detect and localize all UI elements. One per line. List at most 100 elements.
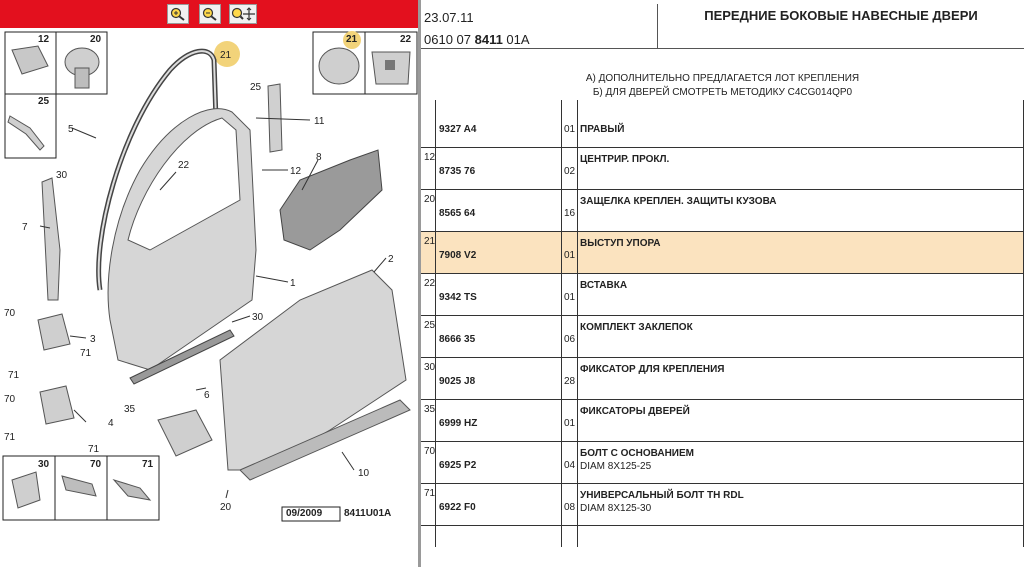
row-qty: 01 bbox=[564, 250, 576, 261]
svg-text:22: 22 bbox=[400, 34, 412, 45]
table-row[interactable]: 12 8735 76 02 ЦЕНТРИР. ПРОКЛ. bbox=[421, 148, 1024, 190]
row-name: КОМПЛЕКТ ЗАКЛЕПОК bbox=[580, 322, 693, 333]
svg-text:30: 30 bbox=[252, 312, 264, 323]
row-name: ЗАЩЕЛКА КРЕПЛЕН. ЗАЩИТЫ КУЗОВА bbox=[580, 196, 777, 207]
table-row[interactable]: 30 9025 J8 28 ФИКСАТОР ДЛЯ КРЕПЛЕНИЯ bbox=[421, 358, 1024, 400]
table-row-selected[interactable]: 21 7908 V2 01 ВЫСТУП УПОРА bbox=[421, 232, 1024, 274]
svg-text:5: 5 bbox=[68, 124, 74, 135]
table-row[interactable]: 70 6925 P2 04 БОЛТ С ОСНОВАНИЕМ DIAM 8X1… bbox=[421, 442, 1024, 484]
svg-text:20: 20 bbox=[90, 34, 102, 45]
parts-table[interactable]: 9327 A4 01 ПРАВЫЙ 12 8735 76 02 ЦЕНТРИР.… bbox=[421, 106, 1024, 546]
svg-text:30: 30 bbox=[56, 170, 68, 181]
row-index: 30 bbox=[424, 362, 436, 373]
header-date: 23.07.11 bbox=[424, 10, 474, 25]
zoom-pan-button[interactable] bbox=[229, 4, 257, 24]
svg-text:71: 71 bbox=[4, 432, 16, 443]
column-divider bbox=[561, 100, 562, 547]
zoom-out-icon bbox=[202, 7, 217, 21]
zoom-out-button[interactable] bbox=[199, 4, 221, 24]
header-code-bold: 8411 bbox=[474, 32, 503, 47]
svg-text:2: 2 bbox=[388, 254, 394, 265]
row-name: УНИВЕРСАЛЬНЫЙ БОЛТ TH RDL bbox=[580, 490, 744, 501]
table-row[interactable]: 25 8666 35 06 КОМПЛЕКТ ЗАКЛЕПОК bbox=[421, 316, 1024, 358]
row-ref: 9327 A4 bbox=[439, 124, 477, 135]
svg-text:8: 8 bbox=[316, 152, 322, 163]
svg-text:71: 71 bbox=[142, 459, 154, 470]
table-row[interactable]: 20 8565 64 16 ЗАЩЕЛКА КРЕПЛЕН. ЗАЩИТЫ КУ… bbox=[421, 190, 1024, 232]
svg-text:71: 71 bbox=[8, 370, 20, 381]
row-ref: 6922 F0 bbox=[439, 502, 476, 513]
svg-text:22: 22 bbox=[178, 160, 190, 171]
badge-21-inset bbox=[343, 31, 361, 49]
note-a: А) ДОПОЛНИТЕЛЬНО ПРЕДЛАГАЕТСЯ ЛОТ КРЕПЛЕ… bbox=[585, 73, 860, 84]
zoom-in-button[interactable] bbox=[167, 4, 189, 24]
row-name: ФИКСАТОРЫ ДВЕРЕЙ bbox=[580, 406, 690, 417]
row-ref: 9342 TS bbox=[439, 292, 477, 303]
svg-text:7: 7 bbox=[22, 222, 28, 233]
diagram-sheet-label: 8411U01A bbox=[344, 508, 392, 519]
svg-text:70: 70 bbox=[4, 308, 16, 319]
table-row[interactable]: 22 9342 TS 01 ВСТАВКА bbox=[421, 274, 1024, 316]
row-qty: 16 bbox=[564, 208, 576, 219]
column-divider bbox=[435, 100, 436, 547]
svg-text:6: 6 bbox=[204, 390, 210, 401]
svg-text:11: 11 bbox=[314, 116, 325, 127]
svg-text:25: 25 bbox=[250, 82, 262, 93]
row-name: ЦЕНТРИР. ПРОКЛ. bbox=[580, 154, 670, 165]
zoom-pan-icon bbox=[231, 7, 255, 21]
svg-text:3: 3 bbox=[90, 334, 96, 345]
note-b: Б) ДЛЯ ДВЕРЕЙ СМОТРЕТЬ МЕТОДИКУ C4CG014Q… bbox=[592, 87, 853, 98]
svg-text:70: 70 bbox=[90, 459, 102, 470]
table-row[interactable]: 9327 A4 01 ПРАВЫЙ bbox=[421, 106, 1024, 148]
diagram-callouts: 5 21 25 11 12 8 22 30 7 1 2 30 70 3 71 7… bbox=[4, 50, 394, 513]
row-index: 25 bbox=[424, 320, 436, 331]
diagram-date-label: 09/2009 bbox=[286, 508, 323, 519]
row-index: 70 bbox=[424, 446, 436, 457]
page-title: ПЕРЕДНИЕ БОКОВЫЕ НАВЕСНЫЕ ДВЕРИ bbox=[704, 8, 978, 23]
svg-text:21: 21 bbox=[346, 34, 358, 45]
svg-text:12: 12 bbox=[290, 166, 302, 177]
exploded-parts-diagram: 5 21 25 11 12 8 22 30 7 1 2 30 70 3 71 7… bbox=[2, 31, 418, 522]
row-name: ВЫСТУП УПОРА bbox=[580, 238, 661, 249]
svg-text:10: 10 bbox=[358, 468, 370, 479]
svg-text:12: 12 bbox=[38, 34, 50, 45]
header-code-prefix: 0610 07 bbox=[424, 32, 475, 47]
row-index: 20 bbox=[424, 194, 436, 205]
row-ref: 7908 V2 bbox=[439, 250, 477, 261]
row-name: ФИКСАТОР ДЛЯ КРЕПЛЕНИЯ bbox=[580, 364, 725, 375]
parts-list-panel: 23.07.11 0610 07 8411 01A ПЕРЕДНИЕ БОКОВ… bbox=[421, 0, 1024, 567]
svg-text:4: 4 bbox=[108, 418, 114, 429]
row-qty: 01 bbox=[564, 292, 576, 303]
table-row[interactable]: 35 6999 HZ 01 ФИКСАТОРЫ ДВЕРЕЙ bbox=[421, 400, 1024, 442]
row-index: 71 bbox=[424, 488, 436, 499]
svg-text:21: 21 bbox=[220, 50, 232, 61]
svg-text:1: 1 bbox=[290, 278, 296, 289]
row-name: ПРАВЫЙ bbox=[580, 124, 625, 135]
row-qty: 28 bbox=[564, 376, 576, 387]
header-divider bbox=[421, 48, 1024, 49]
row-name: БОЛТ С ОСНОВАНИЕМ bbox=[580, 448, 694, 459]
table-row[interactable]: 71 6922 F0 08 УНИВЕРСАЛЬНЫЙ БОЛТ TH RDL … bbox=[421, 484, 1024, 526]
row-ref: 8565 64 bbox=[439, 208, 476, 219]
row-index: 21 bbox=[424, 236, 436, 247]
svg-text:71: 71 bbox=[88, 444, 100, 455]
row-sub: DIAM 8X125-25 bbox=[580, 461, 652, 472]
row-sub: DIAM 8X125-30 bbox=[580, 503, 652, 514]
row-qty: 02 bbox=[564, 166, 576, 177]
svg-text:71: 71 bbox=[80, 348, 92, 359]
row-qty: 01 bbox=[564, 124, 576, 135]
header-meta: 23.07.11 0610 07 8411 01A bbox=[421, 4, 658, 48]
panel-divider[interactable] bbox=[418, 0, 421, 567]
diagram-panel: 5 21 25 11 12 8 22 30 7 1 2 30 70 3 71 7… bbox=[0, 0, 418, 567]
diagram-toolbar bbox=[0, 0, 418, 28]
inset-labels: 12 20 25 21 22 30 70 71 bbox=[38, 34, 412, 470]
header-code-suffix: 01A bbox=[502, 32, 530, 47]
row-ref: 9025 J8 bbox=[439, 376, 476, 387]
svg-text:25: 25 bbox=[38, 96, 50, 107]
row-index: 22 bbox=[424, 278, 436, 289]
svg-text:70: 70 bbox=[4, 394, 16, 405]
row-ref: 8666 35 bbox=[439, 334, 476, 345]
svg-text:35: 35 bbox=[124, 404, 136, 415]
row-qty: 06 bbox=[564, 334, 576, 345]
row-ref: 6925 P2 bbox=[439, 460, 477, 471]
